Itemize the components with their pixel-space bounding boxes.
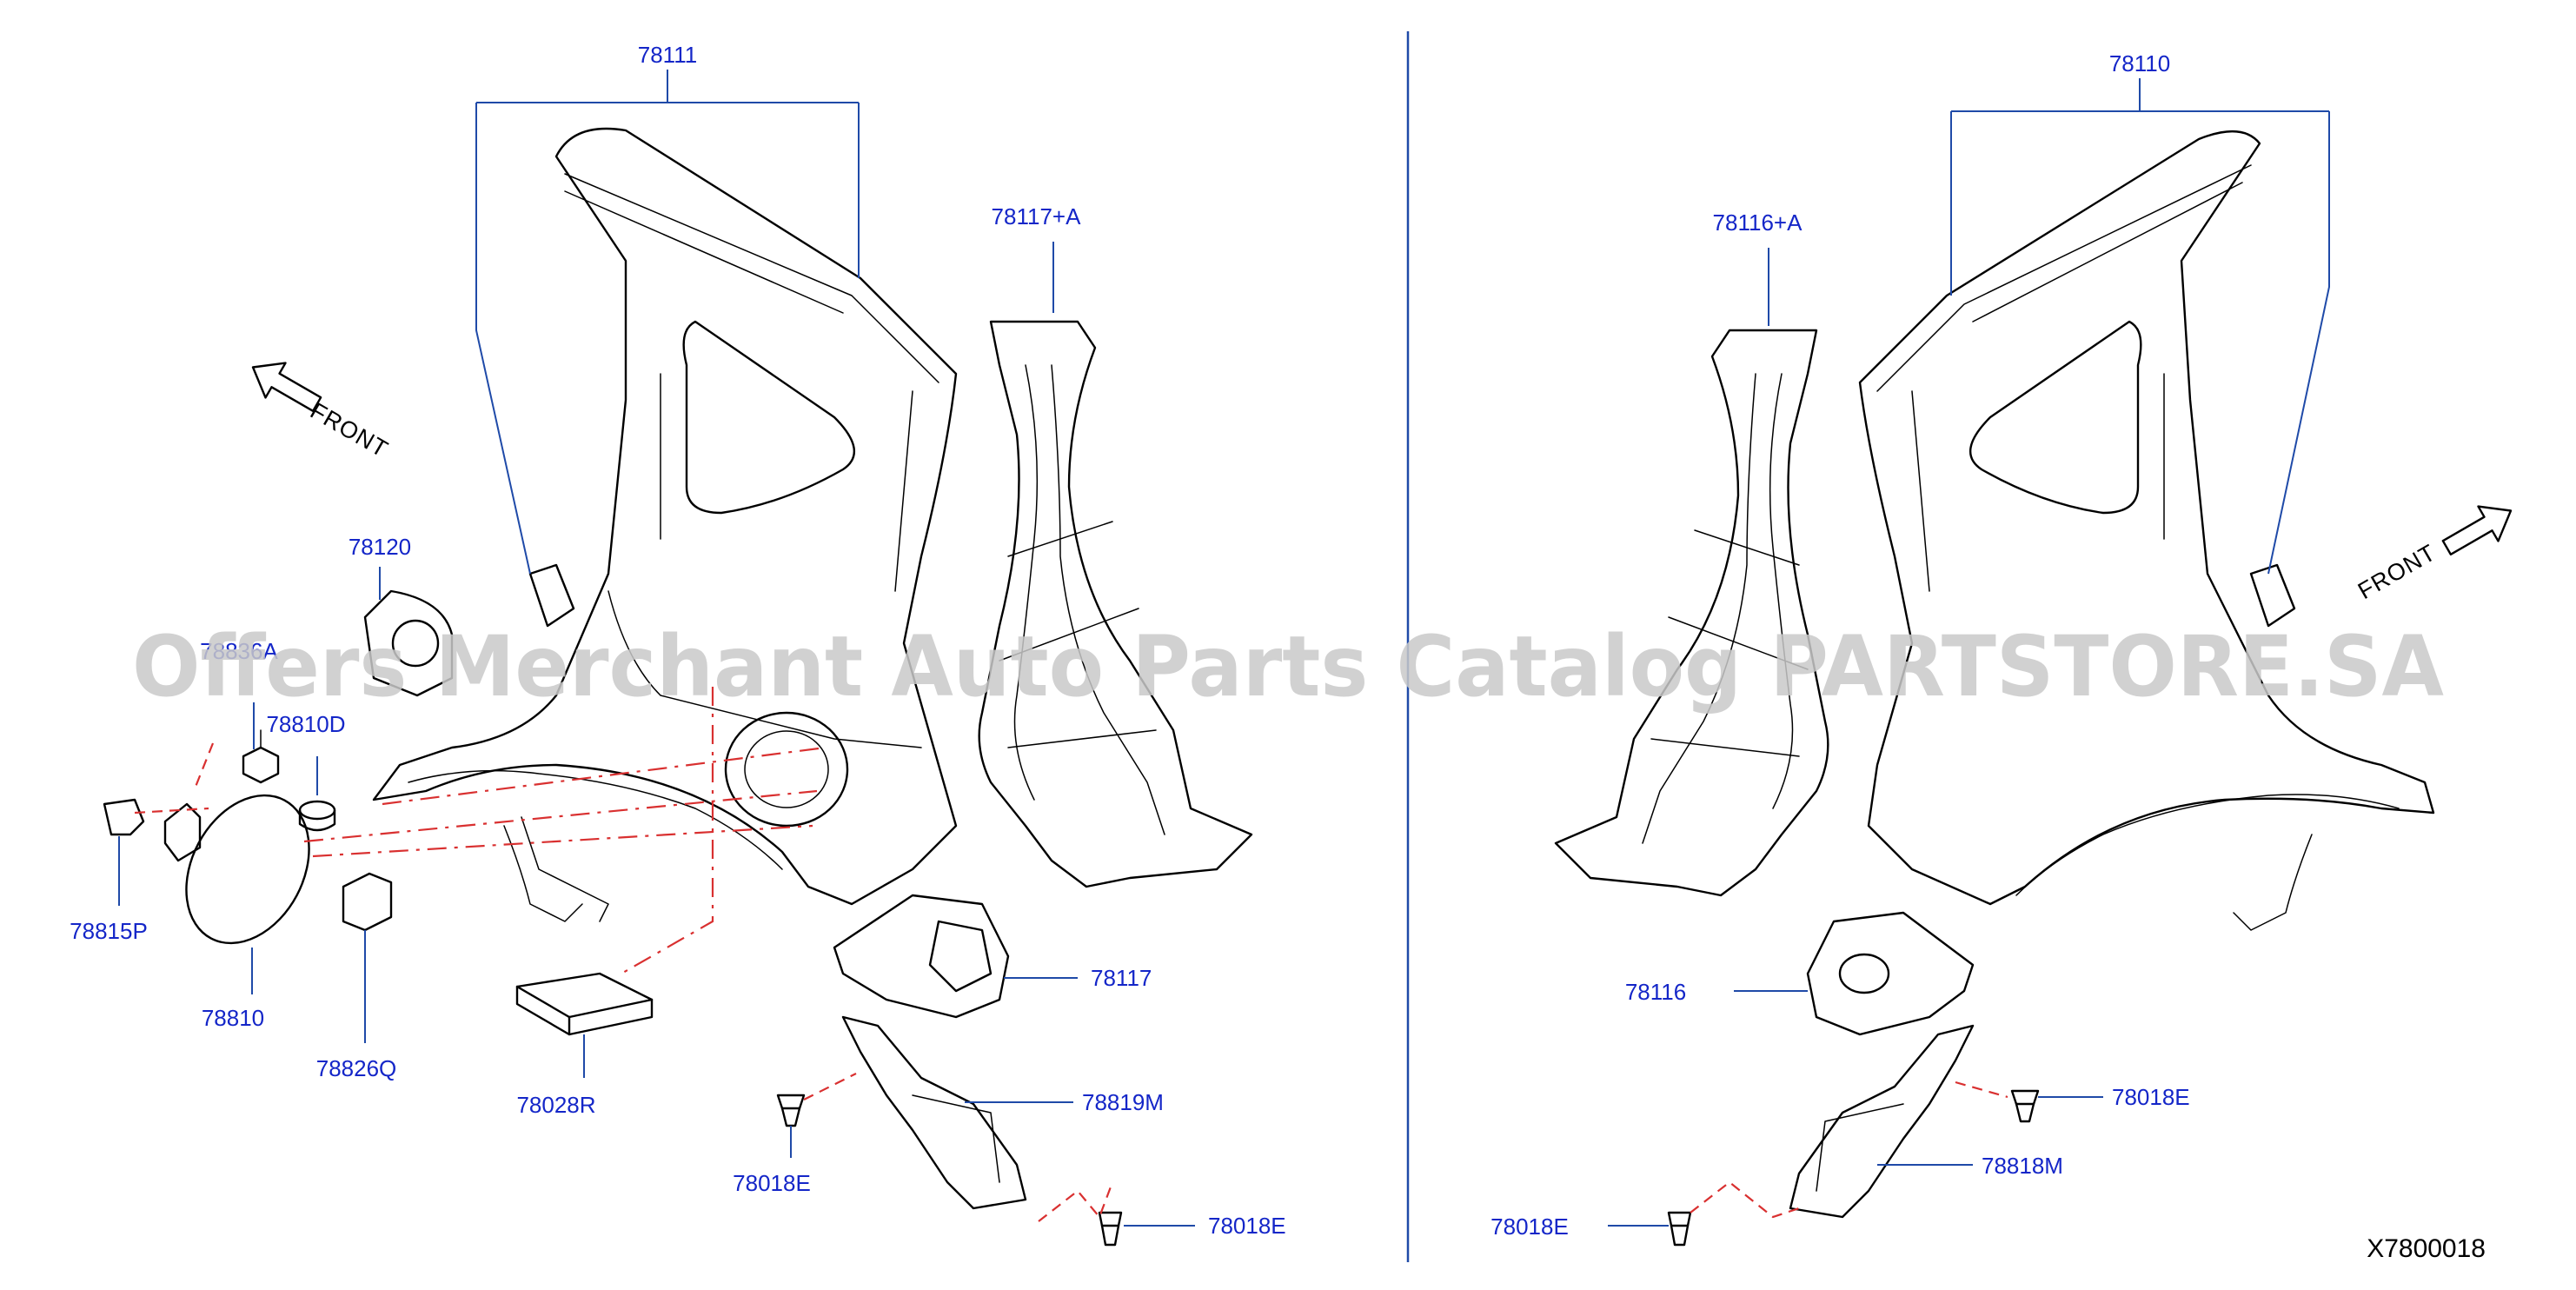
- clip-78018e-right-1: [2010, 1089, 2040, 1123]
- front-label-left: FRONT: [306, 397, 393, 462]
- label-78117a: 78117+A: [992, 203, 1082, 229]
- dash-line-4: [621, 687, 714, 974]
- label-78018e-right-2: 78018E: [1490, 1214, 1569, 1240]
- label-78116: 78116: [1625, 979, 1686, 1005]
- inner-pillar-left: [978, 320, 1253, 888]
- front-arrow-right-icon: [2441, 505, 2513, 555]
- label-78810d: 78810D: [266, 711, 345, 737]
- quarter-panel-left: [372, 127, 958, 922]
- clip-78018e-left-1: [776, 1094, 806, 1127]
- dash-line-8: [1955, 1081, 2008, 1099]
- label-78116a: 78116+A: [1713, 209, 1803, 236]
- mudguard-78819m: [841, 1015, 1027, 1210]
- actuator-78826q: [342, 872, 393, 932]
- quarter-panel-right: [1858, 130, 2435, 931]
- watermark: Offers Merchant Auto Parts Catalog PARTS…: [132, 618, 2444, 715]
- label-78117: 78117: [1091, 965, 1152, 991]
- label-78810: 78810: [202, 1005, 264, 1031]
- screw-78836a: [242, 729, 280, 784]
- hinge-78815p: [103, 798, 145, 836]
- label-78111: 78111: [638, 42, 697, 68]
- dash-line-7: [1038, 1181, 1114, 1222]
- grommet-78810d: [298, 800, 336, 832]
- label-78018e-left-2: 78018E: [1208, 1213, 1286, 1239]
- diagram-id: X7800018: [2367, 1234, 2486, 1263]
- label-78826q: 78826Q: [316, 1055, 397, 1081]
- leader-78110: [1950, 78, 2330, 575]
- dash-line-1: [382, 746, 827, 806]
- mudguard-78818m: [1789, 1024, 1975, 1219]
- label-78120: 78120: [349, 534, 411, 560]
- label-78110: 78110: [2109, 50, 2170, 76]
- clip-78018e-right-2: [1667, 1211, 1692, 1247]
- dash-line-5: [134, 742, 215, 815]
- dash-line-6: [803, 1073, 857, 1100]
- label-78028r: 78028R: [516, 1092, 595, 1118]
- dash-line-9: [1690, 1180, 1800, 1219]
- front-label-right: FRONT: [2354, 539, 2440, 604]
- extension-78116: [1806, 911, 1975, 1036]
- label-78836a: 78836A: [200, 638, 278, 664]
- dash-line-3: [312, 824, 813, 858]
- clip-78018e-left-2: [1098, 1211, 1123, 1247]
- label-78815p: 78815P: [70, 918, 148, 944]
- inner-pillar-right: [1554, 329, 1829, 897]
- fuel-lid-78810: [163, 794, 310, 945]
- label-78018e-left-1: 78018E: [733, 1170, 811, 1196]
- bracket-78120: [363, 589, 454, 697]
- label-78819m: 78819M: [1082, 1089, 1164, 1115]
- pad-78028r: [515, 972, 654, 1036]
- front-arrow-left-icon: [251, 362, 322, 412]
- label-78818m: 78818M: [1982, 1153, 2063, 1179]
- extension-78117: [833, 894, 1010, 1019]
- leader-78111: [475, 70, 860, 575]
- dash-line-2: [303, 789, 818, 843]
- label-78018e-right-1: 78018E: [2112, 1084, 2190, 1110]
